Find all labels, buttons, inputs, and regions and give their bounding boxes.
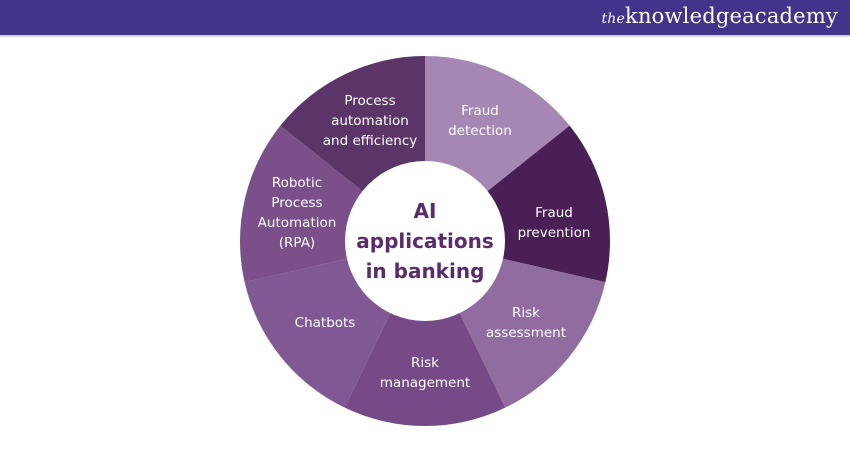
center-circle bbox=[345, 161, 505, 321]
label-chatbots: Chatbots bbox=[294, 315, 356, 331]
logo-prefix: the bbox=[601, 11, 626, 27]
segment-risk-management bbox=[344, 241, 506, 426]
brand-logo[interactable]: theknowledgeacademy bbox=[601, 4, 838, 28]
logo-main: knowledgeacademy bbox=[625, 4, 838, 28]
header-bar: theknowledgeacademy bbox=[0, 0, 850, 37]
